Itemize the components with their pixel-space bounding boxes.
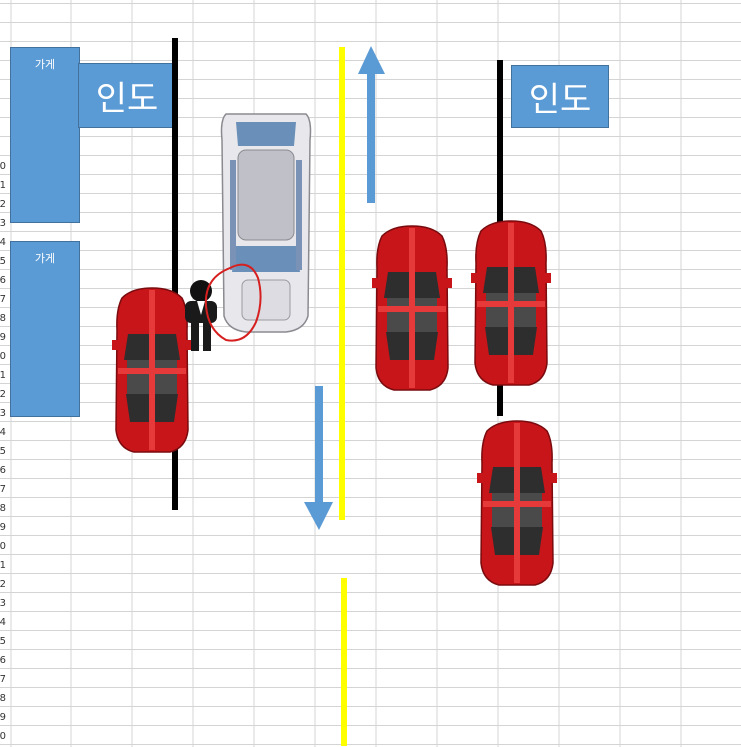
- row-number: 13: [0, 219, 6, 229]
- row-number: 31: [0, 561, 6, 571]
- row-number: 27: [0, 485, 6, 495]
- row-number: 24: [0, 428, 6, 438]
- row-number: 34: [0, 618, 6, 628]
- row-number: 20: [0, 352, 6, 362]
- row-number: 23: [0, 409, 6, 419]
- row-number: 33: [0, 599, 6, 609]
- store-box-top[interactable]: 가게: [10, 47, 80, 223]
- row-number: 29: [0, 523, 6, 533]
- arrow-down-icon: [304, 386, 333, 530]
- sidewalk-label-left[interactable]: 인도: [78, 63, 176, 128]
- row-number: 19: [0, 333, 6, 343]
- row-number: 38: [0, 694, 6, 704]
- highlight-circle: [204, 263, 262, 342]
- center-line-top: [339, 47, 345, 520]
- row-number: 39: [0, 713, 6, 723]
- row-number: 16: [0, 276, 6, 286]
- red-car-icon[interactable]: [111, 287, 193, 453]
- row-number: 21: [0, 371, 6, 381]
- row-number: 36: [0, 656, 6, 666]
- store-box-bottom[interactable]: 가게: [10, 241, 80, 417]
- row-number: 35: [0, 637, 6, 647]
- red-car-icon[interactable]: [476, 420, 558, 586]
- row-number: 32: [0, 580, 6, 590]
- row-number: 12: [0, 200, 6, 210]
- row-number: 25: [0, 447, 6, 457]
- sidewalk-label-right[interactable]: 인도: [511, 65, 609, 128]
- white-van-icon[interactable]: [220, 113, 312, 333]
- row-number: 18: [0, 314, 6, 324]
- row-number: 10: [0, 162, 6, 172]
- curb-line-left: [172, 38, 178, 510]
- row-number: 22: [0, 390, 6, 400]
- red-car-icon[interactable]: [470, 220, 552, 386]
- row-number: 11: [0, 181, 6, 191]
- row-number: 17: [0, 295, 6, 305]
- center-line-bottom: [341, 578, 347, 746]
- row-number: 14: [0, 238, 6, 248]
- row-number: 28: [0, 504, 6, 514]
- row-number: 30: [0, 542, 6, 552]
- row-number: 40: [0, 732, 6, 742]
- row-number: 37: [0, 675, 6, 685]
- row-number: 15: [0, 257, 6, 267]
- red-car-icon[interactable]: [371, 225, 453, 391]
- row-number: 26: [0, 466, 6, 476]
- arrow-up-icon: [358, 46, 385, 203]
